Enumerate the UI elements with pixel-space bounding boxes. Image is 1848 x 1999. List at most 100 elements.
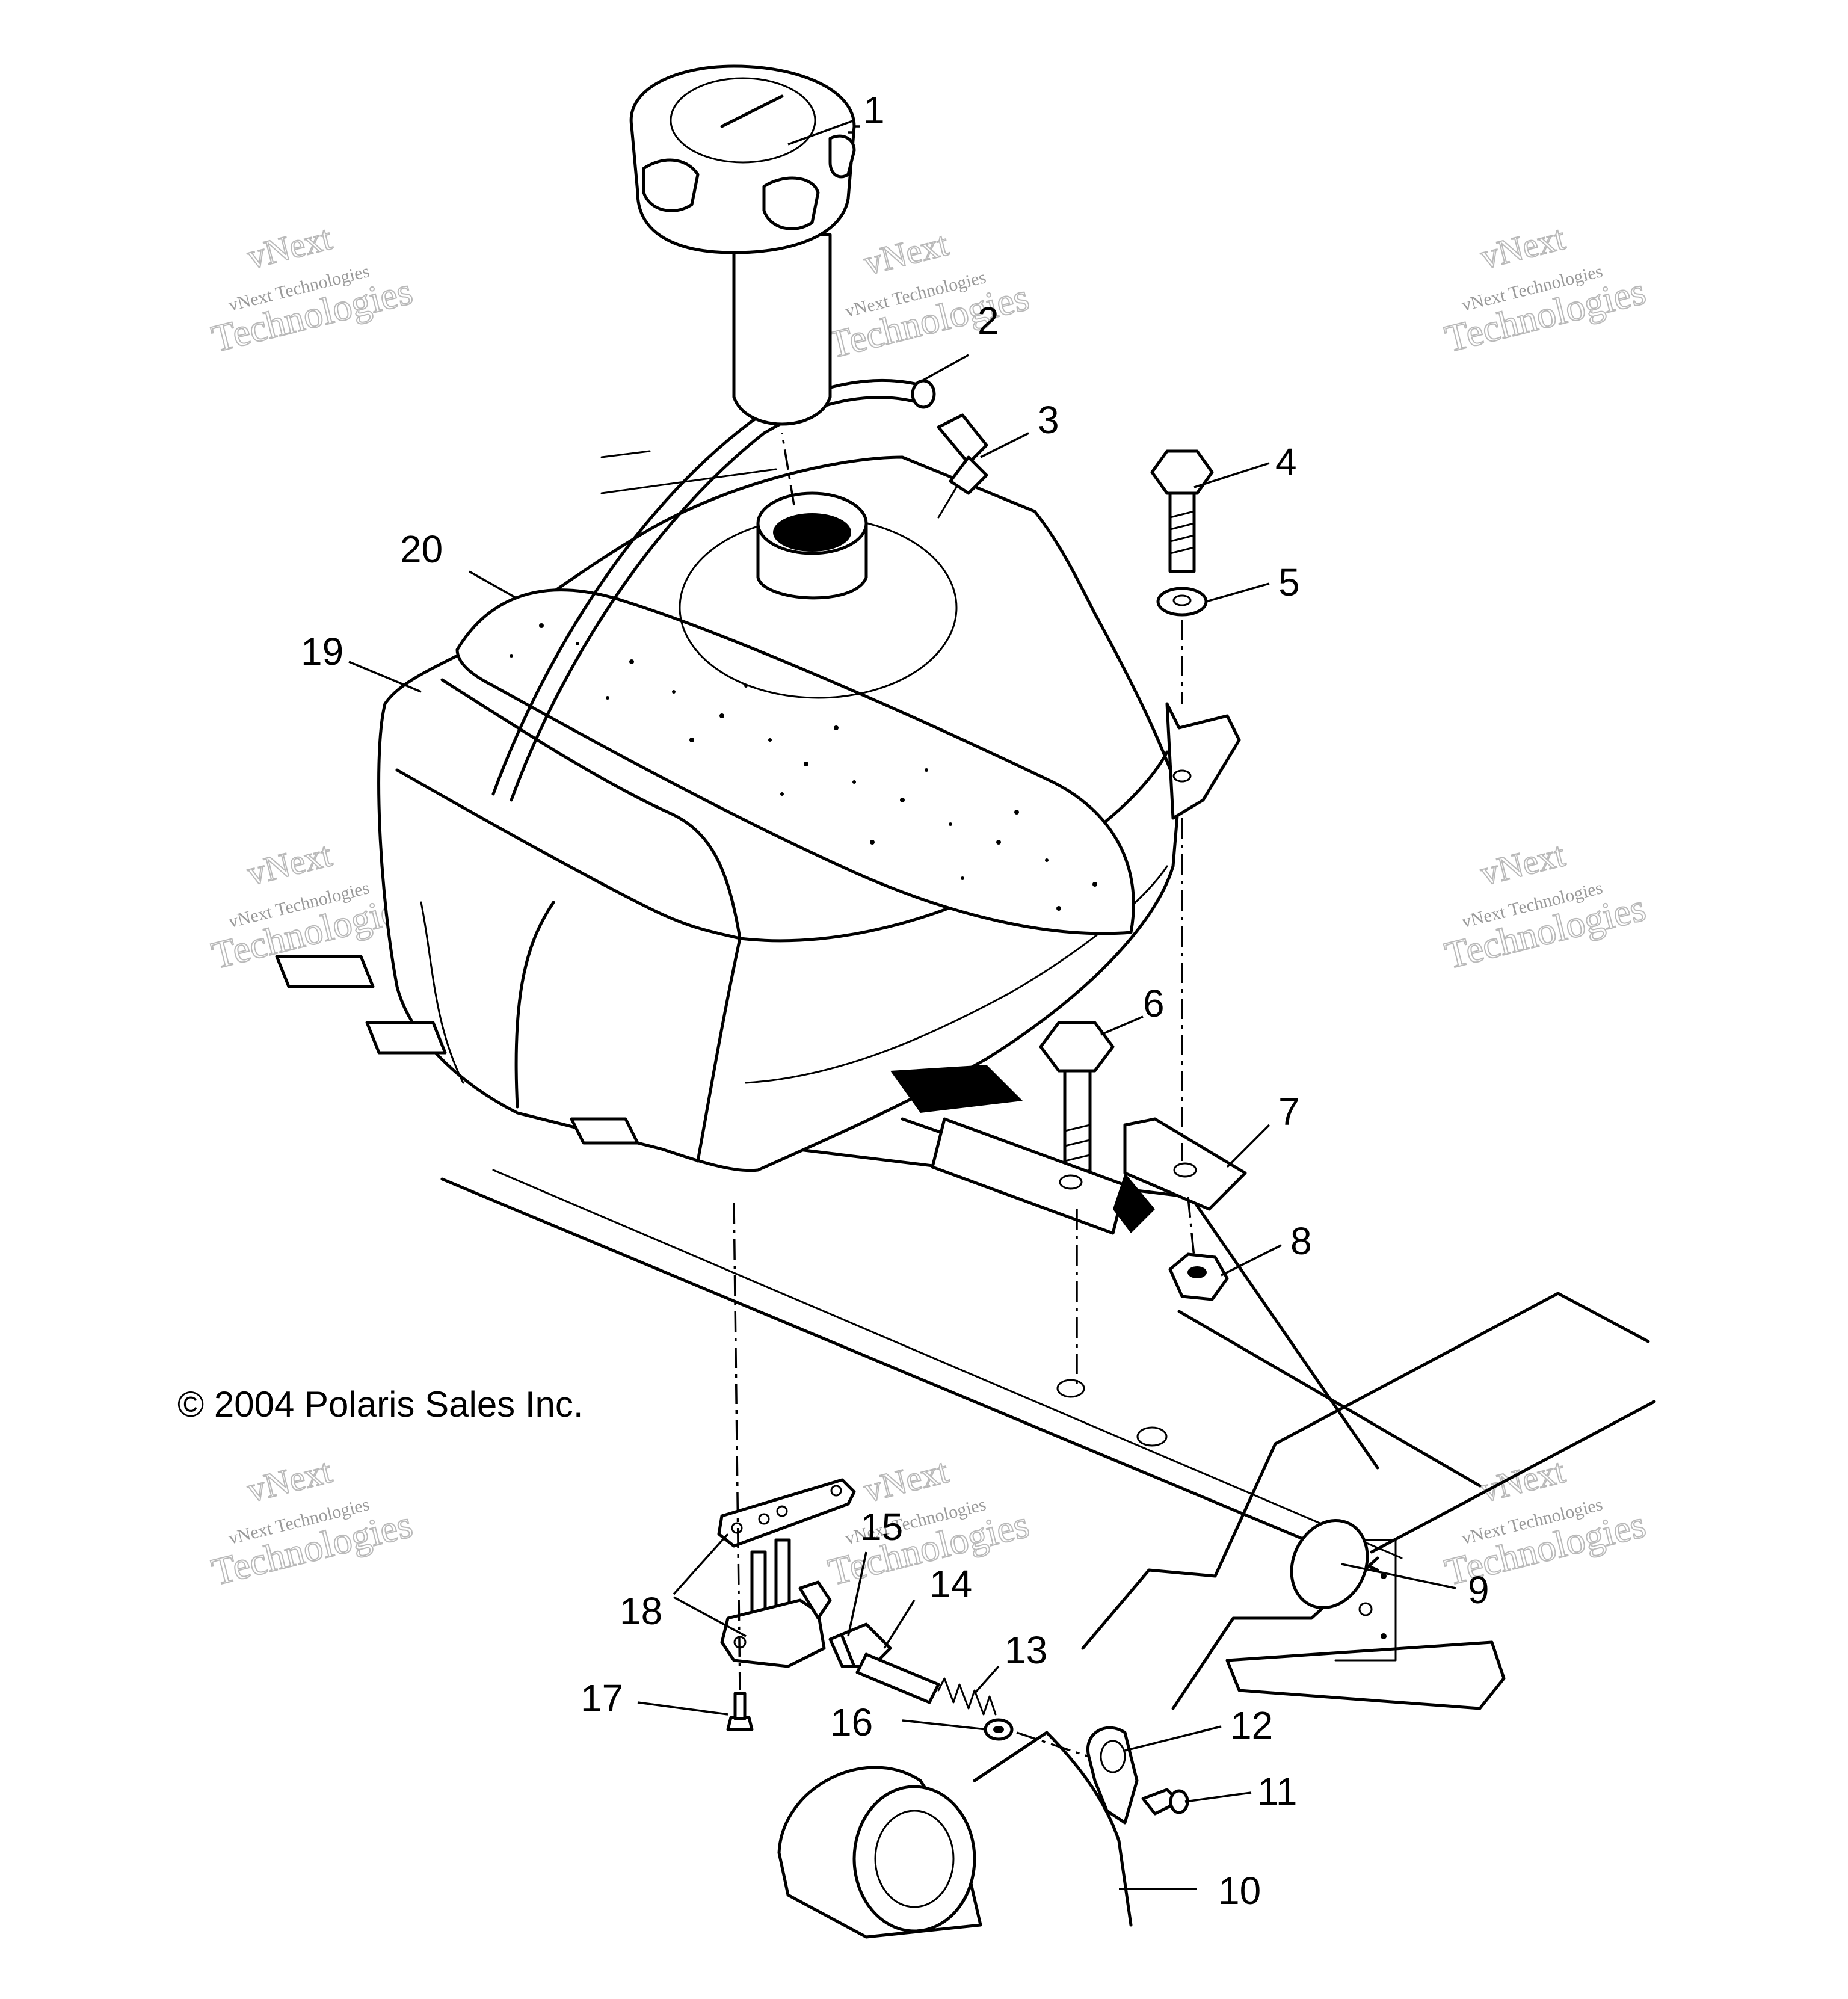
callout-11: 11 [1257, 1770, 1297, 1813]
fuel-cap-top [670, 77, 816, 164]
bolt-head [1039, 1021, 1115, 1073]
leader-4 [1194, 462, 1270, 488]
callout-20: 20 [400, 528, 443, 571]
center-line [733, 1203, 741, 1691]
callout-17: 17 [581, 1677, 623, 1720]
frame-rail-side [1177, 1310, 1482, 1488]
vent-fitting-body [937, 413, 988, 465]
fuel-cap-grip [642, 158, 700, 212]
callout-19: 19 [301, 630, 343, 673]
callout-2: 2 [978, 299, 999, 342]
part-14-valve-shaft [855, 1652, 940, 1704]
fuel-cap-grip [762, 176, 820, 230]
tank-mount-tab-left-upper [275, 955, 375, 988]
tank-strap-dark [890, 1065, 1023, 1113]
callout-5: 5 [1278, 561, 1300, 604]
leader-20 [469, 570, 518, 600]
callout-15: 15 [860, 1505, 903, 1548]
leader-6 [1100, 1015, 1144, 1036]
watermark: vNext vNext Technologies Technologies [207, 1450, 417, 1594]
center-line [1016, 1731, 1089, 1758]
leader-2 [914, 354, 969, 386]
leader-5 [1206, 582, 1270, 603]
bracket-hole [1059, 1174, 1083, 1190]
leader-13 [973, 1665, 1000, 1695]
fuel-cap-grip [828, 134, 856, 179]
center-lines [733, 433, 1195, 1758]
plate-hole [776, 1505, 788, 1517]
bolt-thread [1064, 1124, 1091, 1192]
frame-crossmember-bottom [1370, 1400, 1656, 1554]
frame-front-tube [1081, 1442, 1277, 1650]
bracket-base [931, 1117, 1127, 1235]
tank-side-groove [514, 901, 555, 1109]
bracket-fold-shadow [1113, 1173, 1155, 1233]
watermark: vNext vNext Technologies Technologies [824, 1450, 1033, 1594]
leader-7 [1226, 1124, 1270, 1168]
part-1-fuel-cap [629, 64, 856, 426]
callout-7: 7 [1278, 1090, 1300, 1133]
tank-upper-edge [395, 768, 742, 940]
washer-hole [993, 1726, 1004, 1733]
part-10-tube-end [852, 1785, 976, 1933]
watermark-line1: vNext [860, 224, 952, 282]
copyright-notice: © 2004 Polaris Sales Inc. [177, 1384, 584, 1425]
watermark-line1: vNext [243, 218, 335, 276]
plate-hole [758, 1513, 770, 1525]
tank-filler-opening [773, 513, 851, 552]
part-8-nut [1168, 1252, 1229, 1301]
part-12-petcock-knob [1086, 1726, 1139, 1825]
leader-15 [847, 1551, 867, 1637]
washer-outer [1156, 587, 1208, 617]
leader-16 [902, 1719, 987, 1731]
plate-hole [830, 1485, 842, 1497]
callout-16: 16 [830, 1701, 873, 1744]
tank-mount-hole [1172, 769, 1192, 783]
knob-face [1100, 1740, 1126, 1773]
callout-14: 14 [929, 1562, 972, 1606]
watermark-line1: vNext [1476, 834, 1568, 893]
vent-fitting-elbow [949, 455, 988, 495]
part-7-bracket [931, 1117, 1247, 1235]
watermark: vNext vNext Technologies Technologies [1440, 834, 1650, 978]
watermark-line1: vNext [860, 1451, 952, 1509]
tank-mount-tab-bottom [570, 1117, 639, 1145]
callout-9: 9 [1468, 1568, 1489, 1612]
fuel-cap-neck [732, 233, 832, 426]
callout-12: 12 [1230, 1704, 1273, 1747]
plate-hole [731, 1522, 743, 1534]
part-18-petcock-body [720, 1598, 826, 1668]
callout-1: 1 [863, 88, 885, 132]
fuel-cap-grip-line [720, 94, 784, 128]
fuel-tank [275, 379, 1241, 1205]
washer-hole [1172, 594, 1192, 606]
leader-19 [348, 661, 422, 693]
leader-17 [637, 1701, 728, 1716]
bolt-thread [1169, 510, 1195, 555]
frame-rivet [1381, 1633, 1387, 1639]
frame-rail-inner-edge [492, 1169, 1403, 1559]
leader-1-tick [848, 125, 860, 134]
callout-6: 6 [1143, 982, 1165, 1025]
watermark: vNext vNext Technologies Technologies [207, 217, 417, 361]
leader-12 [1124, 1725, 1222, 1752]
frame-lower-bracket [1225, 1640, 1506, 1710]
watermark-line1: vNext [1476, 218, 1568, 276]
bolt-shank [1168, 491, 1196, 573]
part-10-tube-bore [874, 1810, 955, 1908]
nut-hole [1187, 1266, 1207, 1278]
callout-13: 13 [1005, 1628, 1047, 1672]
o-ring-mark [840, 1634, 856, 1668]
callout-3: 3 [1038, 398, 1059, 442]
watermark: vNext vNext Technologies Technologies [824, 223, 1033, 367]
leader-18 [673, 1533, 747, 1637]
ref-line [600, 468, 777, 494]
tank-mount-tab-left-lower [365, 1021, 447, 1055]
leader-3 [980, 432, 1029, 458]
frame-rail-edge [440, 1177, 1379, 1572]
part-15-o-ring [828, 1622, 892, 1668]
part-9-frame-plug [1290, 1518, 1369, 1610]
leader-11 [1184, 1791, 1252, 1803]
watermark: vNext vNext Technologies Technologies [1440, 217, 1650, 361]
